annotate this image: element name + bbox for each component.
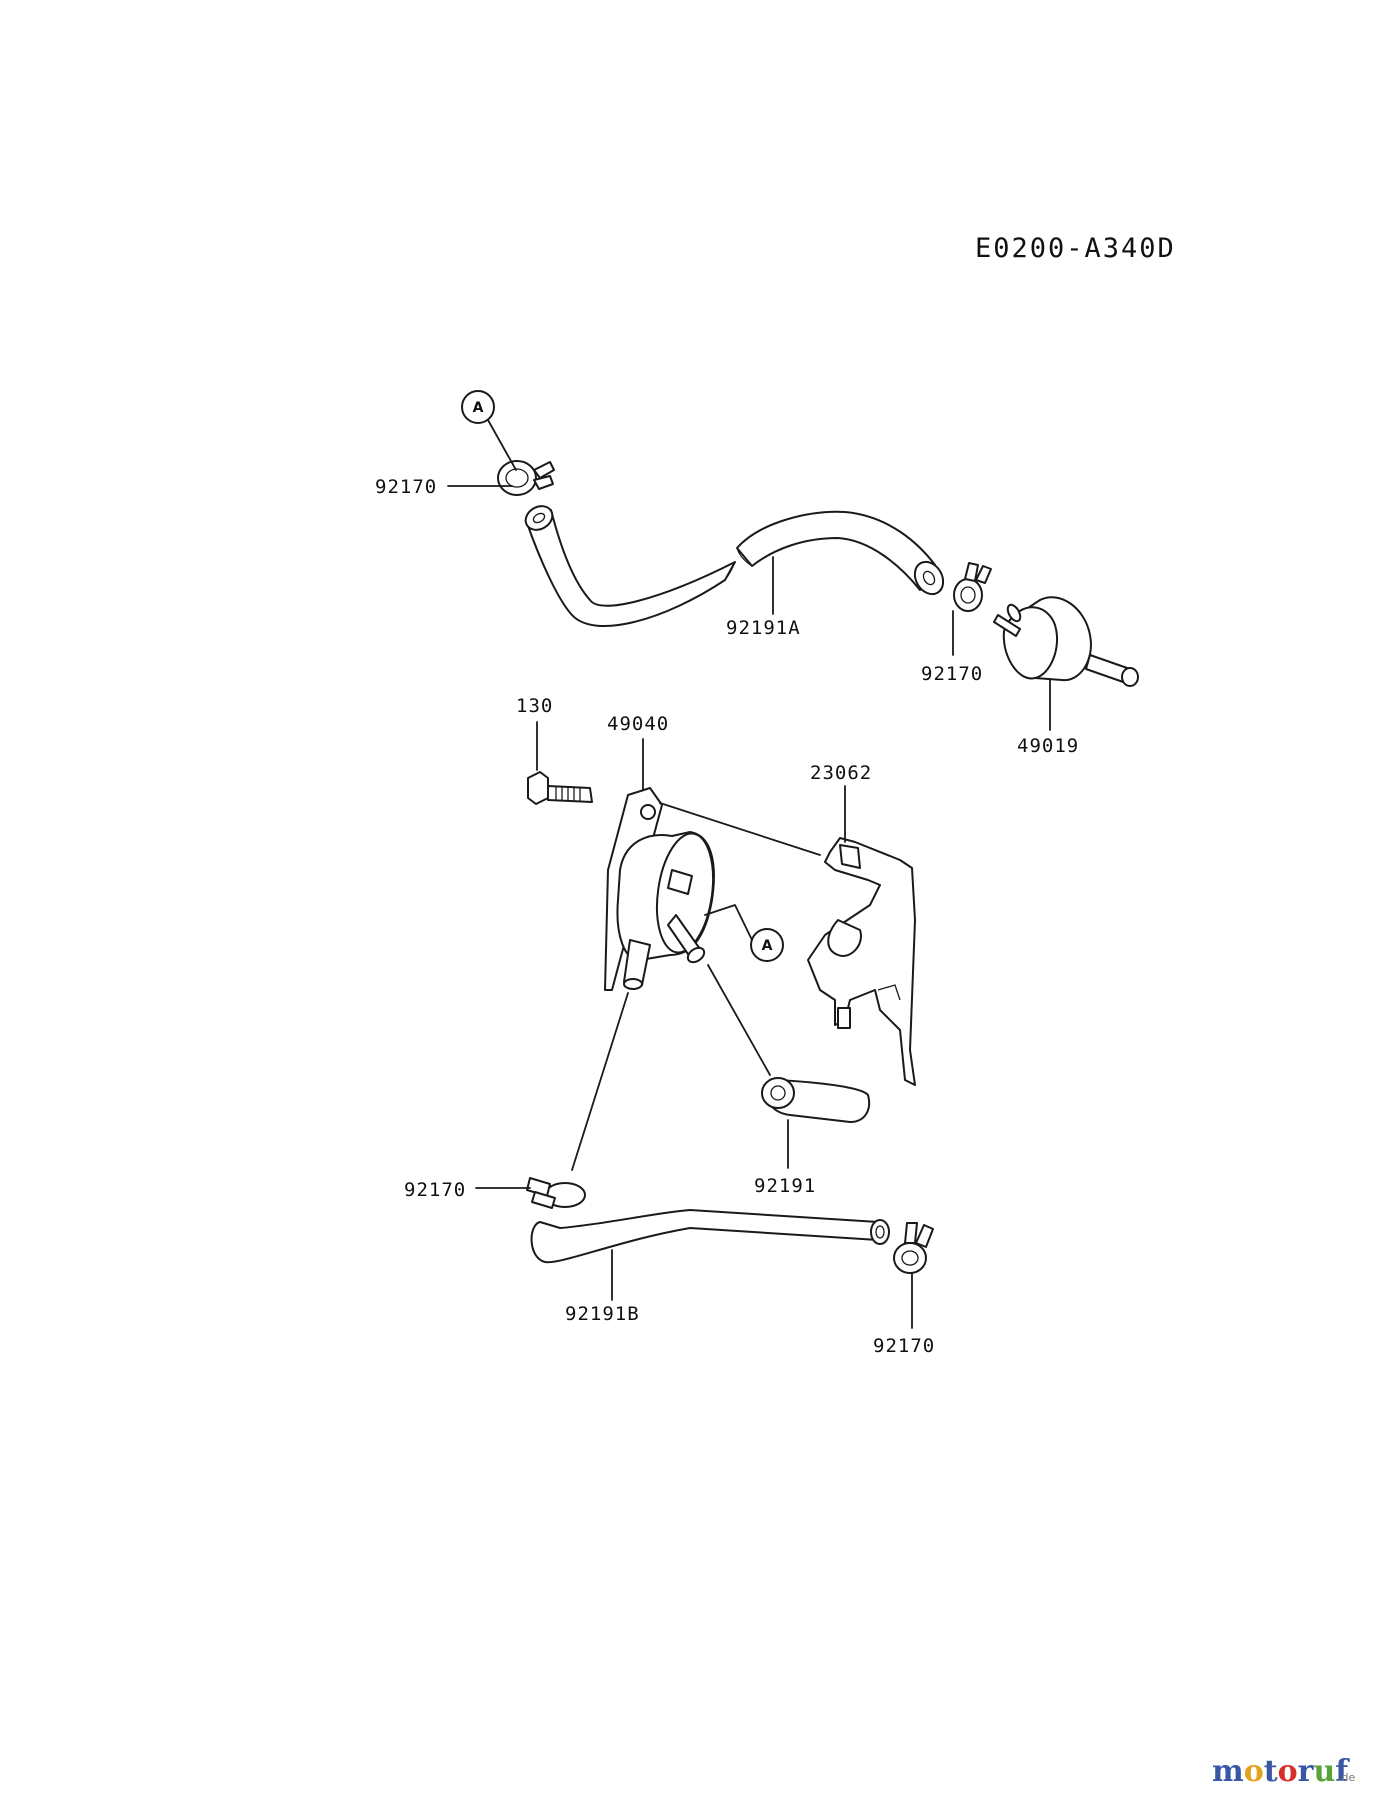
label-bracket: 23062 [810, 762, 872, 784]
svg-text:motoruf: motoruf [1212, 1754, 1350, 1789]
label-clamp-top: 92170 [375, 476, 437, 498]
ref-mark-a-pump: A [704, 904, 784, 962]
watermark-logo: motoruf .de [1212, 1754, 1355, 1789]
diagram-code: E0200-A340D [975, 233, 1176, 264]
label-clamp-lower-right: 92170 [873, 1335, 935, 1357]
ref-mark-a-top: A [461, 390, 517, 471]
hose-92191a[interactable] [521, 501, 948, 627]
label-bolt: 130 [516, 695, 553, 717]
label-hose-b: 92191B [565, 1303, 640, 1325]
label-hose-short: 92191 [754, 1175, 816, 1197]
fuel-pump-49040[interactable] [604, 787, 720, 991]
clamp-top-92170[interactable] [497, 460, 555, 496]
label-filter: 49019 [1017, 735, 1079, 757]
hose-short-92191[interactable] [761, 1077, 870, 1123]
label-clamp-filter: 92170 [921, 663, 983, 685]
leader-lines [447, 485, 1051, 1329]
clamp-filter-92170[interactable] [953, 562, 992, 612]
label-hose-a: 92191A [726, 617, 801, 639]
bolt-130[interactable] [527, 771, 593, 805]
svg-text:A: A [762, 938, 773, 954]
label-pump: 49040 [607, 713, 669, 735]
clamp-lower-right-92170[interactable] [893, 1222, 934, 1274]
bracket-23062[interactable] [807, 837, 916, 1086]
hose-92191b[interactable] [530, 1209, 890, 1264]
fuel-filter-49019[interactable] [993, 596, 1139, 687]
clamp-lower-left-92170[interactable] [526, 1177, 586, 1209]
svg-text:.de: .de [1338, 1771, 1355, 1784]
svg-text:A: A [473, 400, 484, 416]
label-clamp-lower-left: 92170 [404, 1179, 466, 1201]
